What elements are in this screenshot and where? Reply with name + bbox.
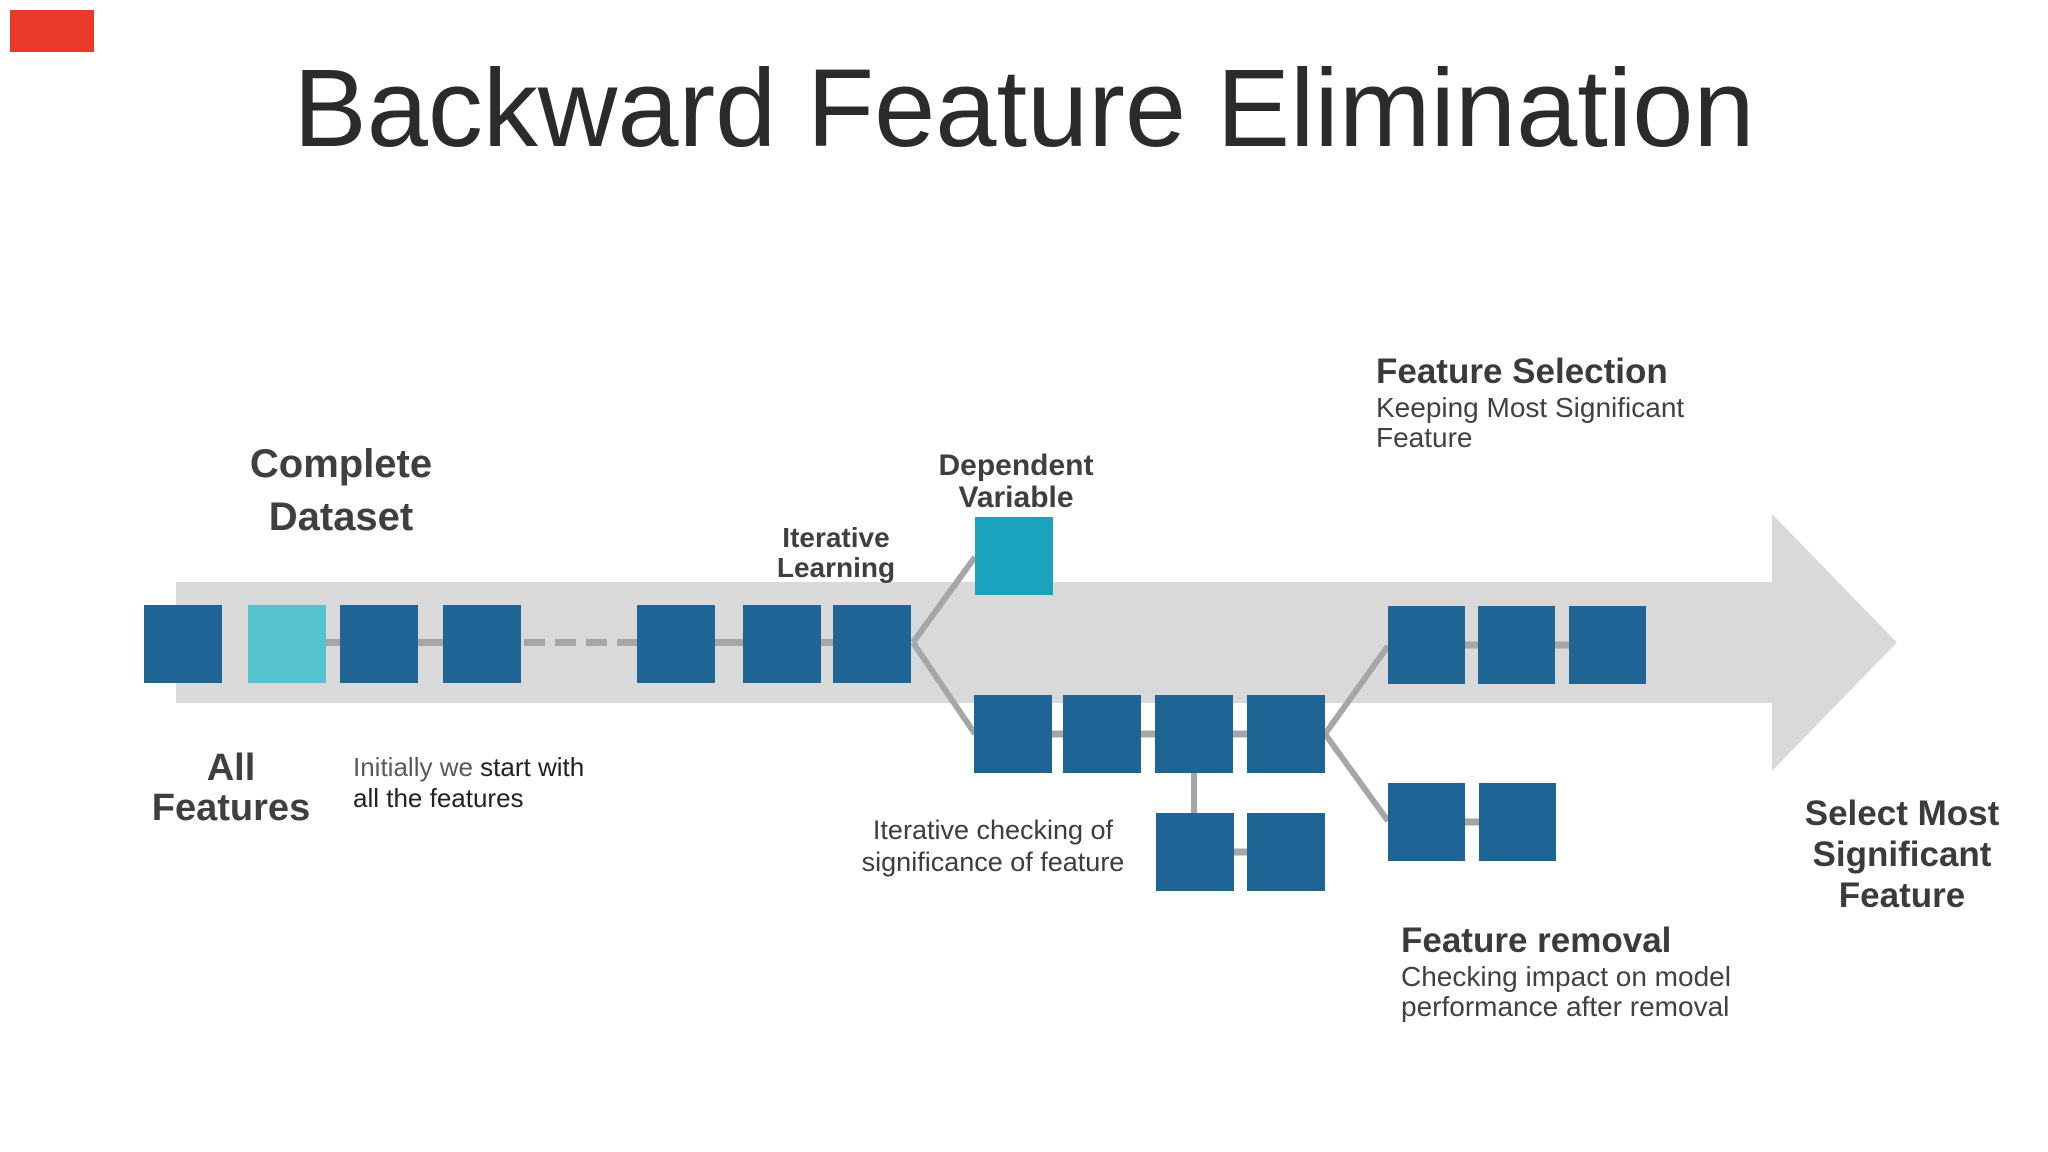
feature-square-selected-1 xyxy=(1388,606,1465,684)
iterative-checking-line1: Iterative checking of xyxy=(872,815,1114,845)
red-badge xyxy=(10,10,94,52)
feature-selection-annotation: Feature Selection Keeping Most Significa… xyxy=(1376,352,1684,453)
feature-removal-line2: performance after removal xyxy=(1401,991,1730,1022)
branch-line-to-selection-row xyxy=(1322,644,1391,736)
initial-note: Initially we start with all the features xyxy=(353,752,584,814)
feature-square-main-1 xyxy=(144,605,222,683)
page-title: Backward Feature Elimination xyxy=(293,47,1755,170)
iterative-learning-label: Iterative Learning xyxy=(777,523,895,583)
all-features-label: All Features xyxy=(152,748,310,828)
select-most-label: Select Most Significant Feature xyxy=(1805,793,2000,916)
select-most-line1: Select Most xyxy=(1804,794,2000,833)
dependent-variable-line1: Dependent xyxy=(938,449,1094,482)
complete-dataset-line1: Complete xyxy=(249,442,433,486)
feature-square-main-5 xyxy=(637,605,715,683)
feature-removal-heading: Feature removal xyxy=(1401,921,1672,960)
branch-line-to-dependent-variable xyxy=(910,555,978,645)
feature-square-selected-2 xyxy=(1478,606,1555,684)
feature-square-main-6 xyxy=(743,605,821,683)
feature-square-iter-4 xyxy=(1247,695,1325,773)
initial-note-line2: all the features xyxy=(353,783,524,813)
feature-selection-sub: Keeping Most Significant Feature xyxy=(1376,393,1684,453)
feature-square-main-7 xyxy=(833,605,911,683)
feature-square-main-3 xyxy=(340,605,418,683)
feature-removal-annotation: Feature removal Checking impact on model… xyxy=(1401,921,1731,1022)
feature-square-main-4 xyxy=(443,605,521,683)
iterative-learning-line2: Learning xyxy=(776,552,896,583)
feature-square-removal-1 xyxy=(1388,783,1465,861)
all-features-line1: All xyxy=(206,747,256,789)
feature-selection-heading: Feature Selection xyxy=(1376,352,1668,391)
all-features-line2: Features xyxy=(151,787,311,829)
process-arrow-head xyxy=(1772,514,1897,771)
feature-square-reduced-1 xyxy=(1156,813,1234,891)
branch-line-to-iteration-row xyxy=(910,640,978,736)
complete-dataset-label: Complete Dataset xyxy=(250,438,432,544)
initial-note-line1: Initially we start with xyxy=(353,752,584,783)
feature-selection-line2: Feature xyxy=(1376,422,1473,453)
feature-square-iter-3 xyxy=(1155,695,1233,773)
branch-line-to-removal-pair xyxy=(1322,732,1391,823)
dependent-variable-label: Dependent Variable xyxy=(938,450,1093,514)
initial-note-part2: start with xyxy=(480,752,585,782)
dependent-variable-square xyxy=(975,517,1053,595)
complete-dataset-line2: Dataset xyxy=(268,495,414,539)
feature-square-reduced-2 xyxy=(1247,813,1325,891)
dependent-variable-line2: Variable xyxy=(958,481,1074,514)
feature-removal-line1: Checking impact on model xyxy=(1401,961,1731,992)
feature-square-iter-2 xyxy=(1063,695,1141,773)
initial-note-part1: Initially we xyxy=(353,752,481,782)
feature-square-selected-3 xyxy=(1569,606,1646,684)
iterative-checking-line2: significance of feature xyxy=(861,847,1125,877)
feature-square-iter-1 xyxy=(974,695,1052,773)
select-most-line2: Significant xyxy=(1812,835,1992,874)
iterative-learning-line1: Iterative xyxy=(782,522,890,553)
feature-selection-line1: Keeping Most Significant xyxy=(1376,392,1685,423)
select-most-line3: Feature xyxy=(1838,876,1966,915)
feature-removal-sub: Checking impact on model performance aft… xyxy=(1401,962,1731,1022)
feature-square-main-2-highlighted xyxy=(248,605,326,683)
iterative-checking-note: Iterative checking of significance of fe… xyxy=(862,814,1125,878)
feature-square-removal-2 xyxy=(1479,783,1556,861)
